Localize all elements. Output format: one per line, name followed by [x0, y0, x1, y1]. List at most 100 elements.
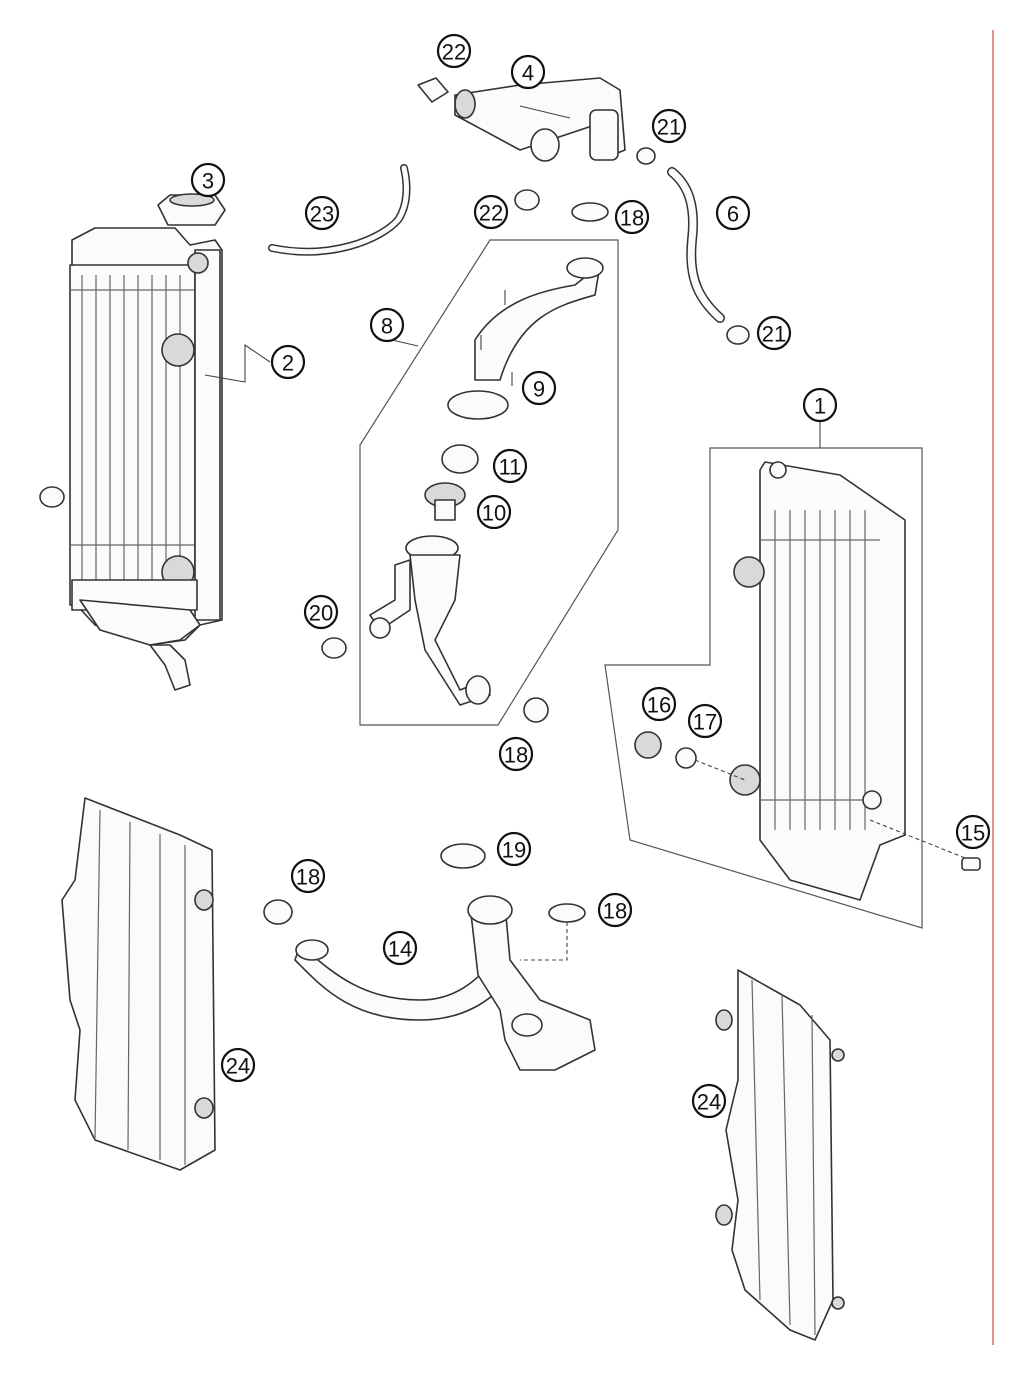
callout-circle [651, 108, 687, 144]
lower-hose-assembly [294, 895, 596, 1071]
clamp-18-lower-right [548, 903, 586, 923]
right-radiator-fins [774, 510, 866, 830]
callout-label: 9 [533, 377, 545, 402]
left-radiator [39, 227, 223, 691]
callout-c17: 17 [687, 703, 723, 739]
callout-c24a: 24 [220, 1047, 256, 1083]
callout-label: 8 [381, 314, 393, 339]
callout-circle [190, 162, 226, 198]
callout-circle [715, 195, 751, 231]
thermostat-10 [424, 482, 466, 521]
callout-circle [369, 307, 405, 343]
grommet-16 [634, 731, 662, 759]
clamp-20 [321, 637, 347, 659]
callout-c18b: 18 [498, 736, 534, 772]
callout-c8: 8 [369, 307, 405, 343]
overflow-hose [268, 164, 411, 256]
callout-c6: 6 [715, 195, 751, 231]
callout-circle [473, 194, 509, 230]
callout-c21b: 21 [756, 315, 792, 351]
callout-c14: 14 [382, 930, 418, 966]
callout-label: 18 [603, 899, 627, 924]
leader-2 [204, 343, 271, 383]
upper-hose-assembly [417, 77, 626, 162]
callout-c20: 20 [303, 594, 339, 630]
callout-label: 17 [693, 710, 717, 735]
callout-circle [492, 448, 528, 484]
callout-c9: 9 [521, 370, 557, 406]
radiator-cap [157, 193, 226, 226]
callout-circle [687, 703, 723, 739]
clamp-18-top [571, 202, 609, 222]
callout-circle [382, 930, 418, 966]
callout-label: 22 [479, 201, 503, 226]
callout-circle [304, 195, 340, 231]
right-radiator-guard [715, 969, 845, 1341]
clamp-19 [440, 843, 486, 869]
callout-c16: 16 [641, 686, 677, 722]
callout-c10: 10 [476, 494, 512, 530]
callout-c18a: 18 [614, 199, 650, 235]
callout-c18d: 18 [597, 892, 633, 928]
callout-circle [521, 370, 557, 406]
callout-label: 20 [309, 601, 333, 626]
callout-label: 24 [697, 1090, 721, 1115]
callout-label: 21 [762, 322, 786, 347]
callout-circle [498, 736, 534, 772]
callout-c24b: 24 [691, 1083, 727, 1119]
callout-circle [691, 1083, 727, 1119]
callout-label: 18 [504, 743, 528, 768]
callout-c11: 11 [492, 448, 528, 484]
left-radiator-fins [81, 275, 181, 590]
callout-c21a: 21 [651, 108, 687, 144]
callout-circle [436, 33, 472, 69]
callout-label: 10 [482, 501, 506, 526]
callout-c23: 23 [304, 195, 340, 231]
o-ring-11 [441, 444, 479, 474]
callout-label: 24 [226, 1054, 250, 1079]
callout-label: 1 [814, 394, 826, 419]
callout-circle [510, 54, 546, 90]
callout-circle [614, 199, 650, 235]
callout-label: 15 [961, 821, 985, 846]
screw-15 [961, 857, 981, 871]
callout-layer: 1234689101114151617181818181920212122222… [190, 33, 991, 1119]
clamp-18-mid [523, 697, 549, 723]
callout-circle [476, 494, 512, 530]
callout-label: 11 [499, 455, 522, 480]
callout-label: 18 [296, 865, 320, 890]
clamp-18-lower-left [263, 899, 293, 925]
callout-c22a: 22 [436, 33, 472, 69]
callout-label: 18 [620, 206, 644, 231]
callout-circle [955, 814, 991, 850]
clamp-21-top [636, 147, 656, 165]
callout-c2: 2 [270, 344, 306, 380]
group-frame-8 [359, 239, 619, 726]
callout-circle [496, 831, 532, 867]
callout-label: 14 [388, 937, 412, 962]
callout-c18c: 18 [290, 858, 326, 894]
group-frame-1 [604, 447, 923, 929]
callout-circle [597, 892, 633, 928]
callout-label: 16 [647, 693, 671, 718]
callout-circle [802, 387, 838, 423]
callout-label: 19 [502, 838, 526, 863]
right-radiator [729, 461, 906, 901]
callout-label: 22 [442, 40, 466, 65]
callout-c4: 4 [510, 54, 546, 90]
washer-17 [675, 747, 697, 769]
clamp-22-lower [514, 189, 540, 211]
callout-label: 21 [657, 115, 681, 140]
thermostat-lower-hose [369, 535, 491, 706]
callout-circle [220, 1047, 256, 1083]
left-radiator-guard [61, 797, 216, 1171]
thermostat-housing-hose [447, 257, 604, 420]
callout-c1: 1 [802, 387, 838, 423]
callout-label: 6 [727, 202, 739, 227]
small-hose-6 [667, 167, 725, 323]
callout-circle [303, 594, 339, 630]
callout-c3: 3 [190, 162, 226, 198]
callout-circle [290, 858, 326, 894]
callout-circle [270, 344, 306, 380]
